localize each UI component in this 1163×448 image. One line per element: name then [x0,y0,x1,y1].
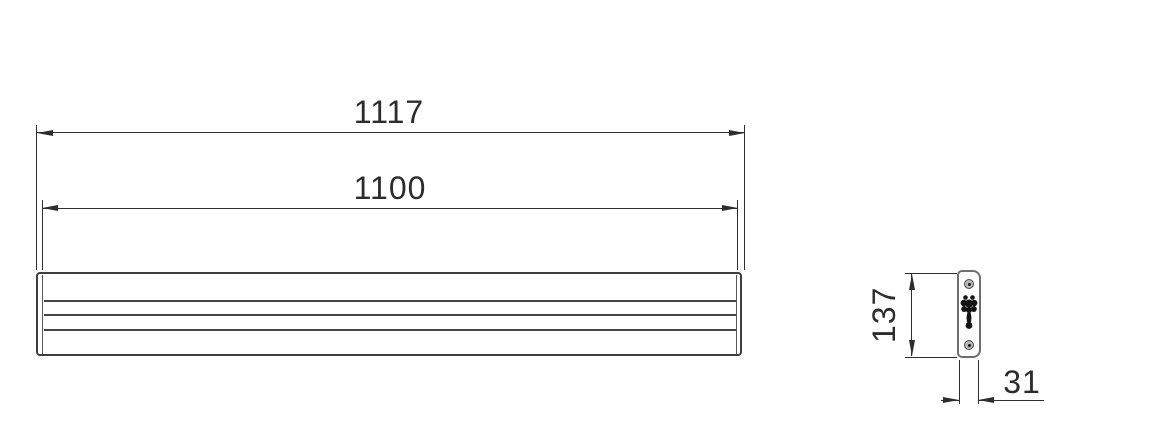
extension-line-left [36,125,37,270]
dimension-label-overall-width: 1117 [353,94,425,130]
extension-line-left [42,200,43,270]
dimension-line [42,207,738,209]
groove-line-bottom [44,328,736,331]
dimension-label-visible-width: 1100 [353,170,427,206]
arrow-left-icon [42,205,58,211]
screw-center-dot [967,343,971,347]
dimension-label-height: 137 [866,286,902,343]
extension-line-top [905,273,957,274]
front-right-inner-edge [736,275,737,354]
dimension-line [911,274,912,356]
arrow-right-icon [722,205,738,211]
arrow-left-icon [37,129,53,136]
screw-center-dot [967,282,971,286]
extension-line-right [744,125,745,270]
extension-line-left [959,360,960,404]
extension-line-right [978,360,979,404]
mounting-bracket-icon [960,295,978,329]
screw-hole-bottom [964,340,974,350]
dimension-label-depth: 31 [1003,364,1041,400]
arrow-left-icon [978,397,994,403]
arrow-right-icon [729,129,745,136]
groove-line-middle [44,313,736,316]
arrow-up-icon [908,274,915,290]
arrow-right-icon [943,397,959,403]
extension-line-bottom [905,357,957,358]
extension-line-right [737,200,738,270]
screw-hole-top [964,279,974,289]
groove-line-top [44,300,736,302]
dimension-line [37,132,745,133]
arrow-down-icon [908,340,915,356]
dimension-tail-right [978,399,1044,401]
front-left-inner-edge [42,275,43,354]
